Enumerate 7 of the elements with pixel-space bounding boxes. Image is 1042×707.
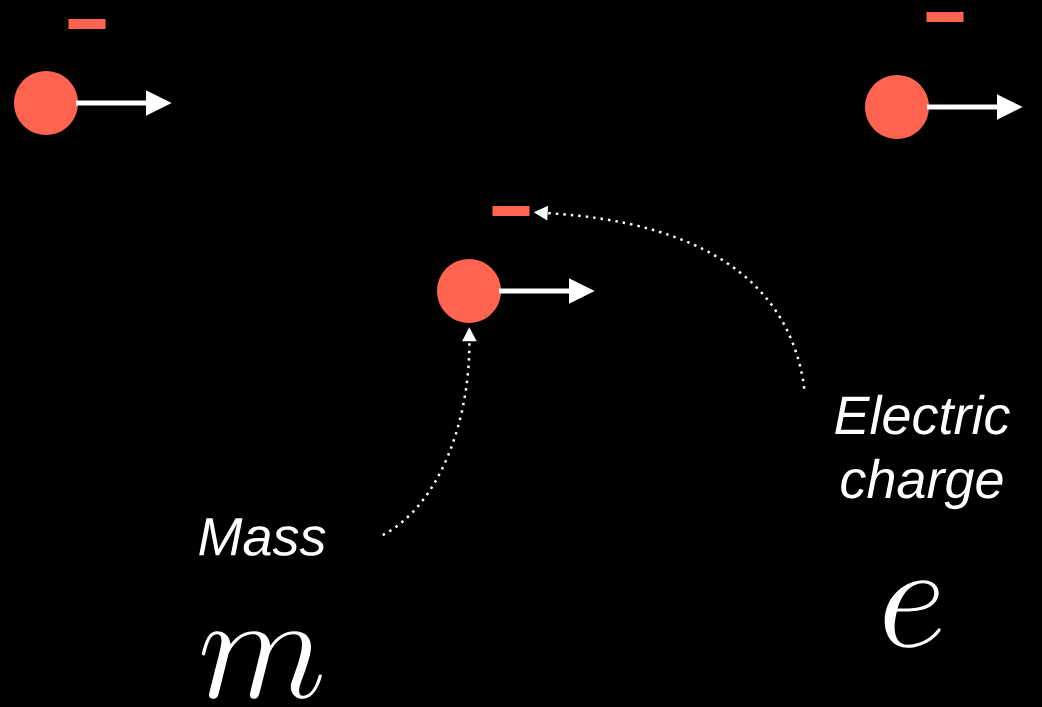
math-symbol: $m$ [201, 631, 322, 699]
math-symbol: $e$ [884, 580, 941, 648]
label-text: Mass [199, 518, 326, 556]
minus-sign [68, 19, 106, 29]
minus-sign [926, 12, 964, 22]
label-text: Electric charge [835, 394, 1010, 510]
minus-sign [492, 206, 530, 216]
